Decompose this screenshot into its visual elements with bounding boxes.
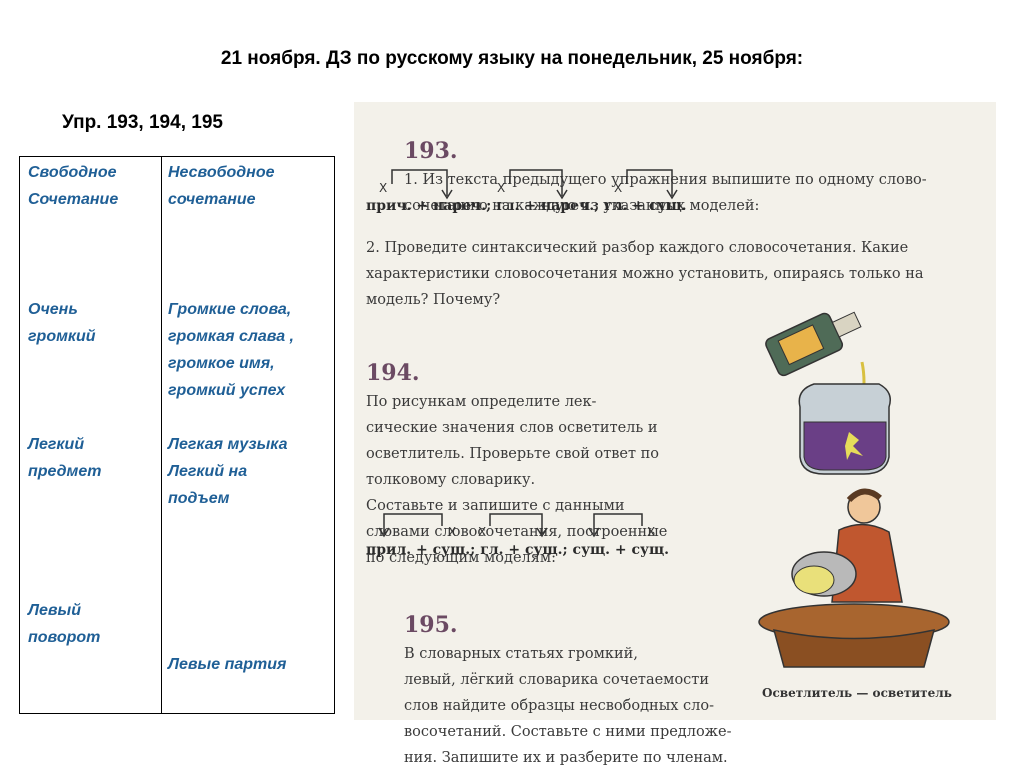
- exercise-194: 194. По рисункам определите лек- сически…: [366, 334, 667, 571]
- exercise-number: 194.: [366, 360, 420, 386]
- exercise-number: 195.: [404, 612, 458, 638]
- table-cell: Громкие слова, громкая слава , громкое и…: [168, 301, 294, 399]
- models-193: прич. + нареч.; гл. + нареч.; гл. + сущ.: [366, 198, 687, 214]
- page-title: 21 ноября. ДЗ по русскому языку на понед…: [220, 48, 804, 69]
- exercise-195: 195. В словарных статьях громкий, левый,…: [404, 586, 732, 771]
- head-marker: X: [614, 181, 622, 195]
- illustration-caption: Осветлитель — осветитель: [762, 686, 952, 700]
- model-arrows-194: X X X: [378, 513, 655, 539]
- table-cell: Легкая музыка Легкий на подъем: [168, 436, 288, 507]
- table-divider: [161, 157, 162, 713]
- exercise-193: 193. 1. Из текста предыдущего упражнения…: [404, 112, 927, 219]
- table-cell: Очень громкий: [28, 301, 96, 345]
- phrase-table: Свободное Сочетание Несвободное сочетани…: [19, 156, 335, 714]
- head-marker: X: [497, 181, 505, 195]
- models-194: прил. + сущ.; гл. + сущ.; сущ. + сущ.: [366, 542, 670, 558]
- table-cell: Левый поворот: [28, 602, 101, 646]
- head-marker: X: [448, 525, 456, 539]
- table-header-free: Свободное Сочетание: [28, 164, 119, 208]
- exercise-193-part2: 2. Проведите синтаксический разбор каждо…: [366, 240, 924, 308]
- head-marker: X: [379, 181, 387, 195]
- table-header-nonfree: Несвободное сочетание: [168, 164, 275, 208]
- exercise-text: По рисункам определите лек- сические зна…: [366, 394, 668, 566]
- head-marker: X: [647, 525, 655, 539]
- textbook-page: 193. 1. Из текста предыдущего упражнения…: [354, 102, 996, 766]
- head-marker: X: [478, 525, 486, 539]
- table-cell: Левые партия: [168, 656, 287, 673]
- exercise-text: В словарных статьях громкий, левый, лёгк…: [404, 646, 732, 766]
- lighting-man-illustration: [758, 488, 950, 668]
- model-arrows-193: X X X: [379, 169, 678, 200]
- exercise-list: Упр. 193, 194, 195: [62, 112, 223, 133]
- clarifier-jar-illustration: [765, 311, 891, 475]
- table-cell: Легкий предмет: [28, 436, 102, 480]
- exercise-number: 193.: [404, 138, 458, 164]
- exercise-text: 1. Из текста предыдущего упражнения выпи…: [404, 172, 927, 214]
